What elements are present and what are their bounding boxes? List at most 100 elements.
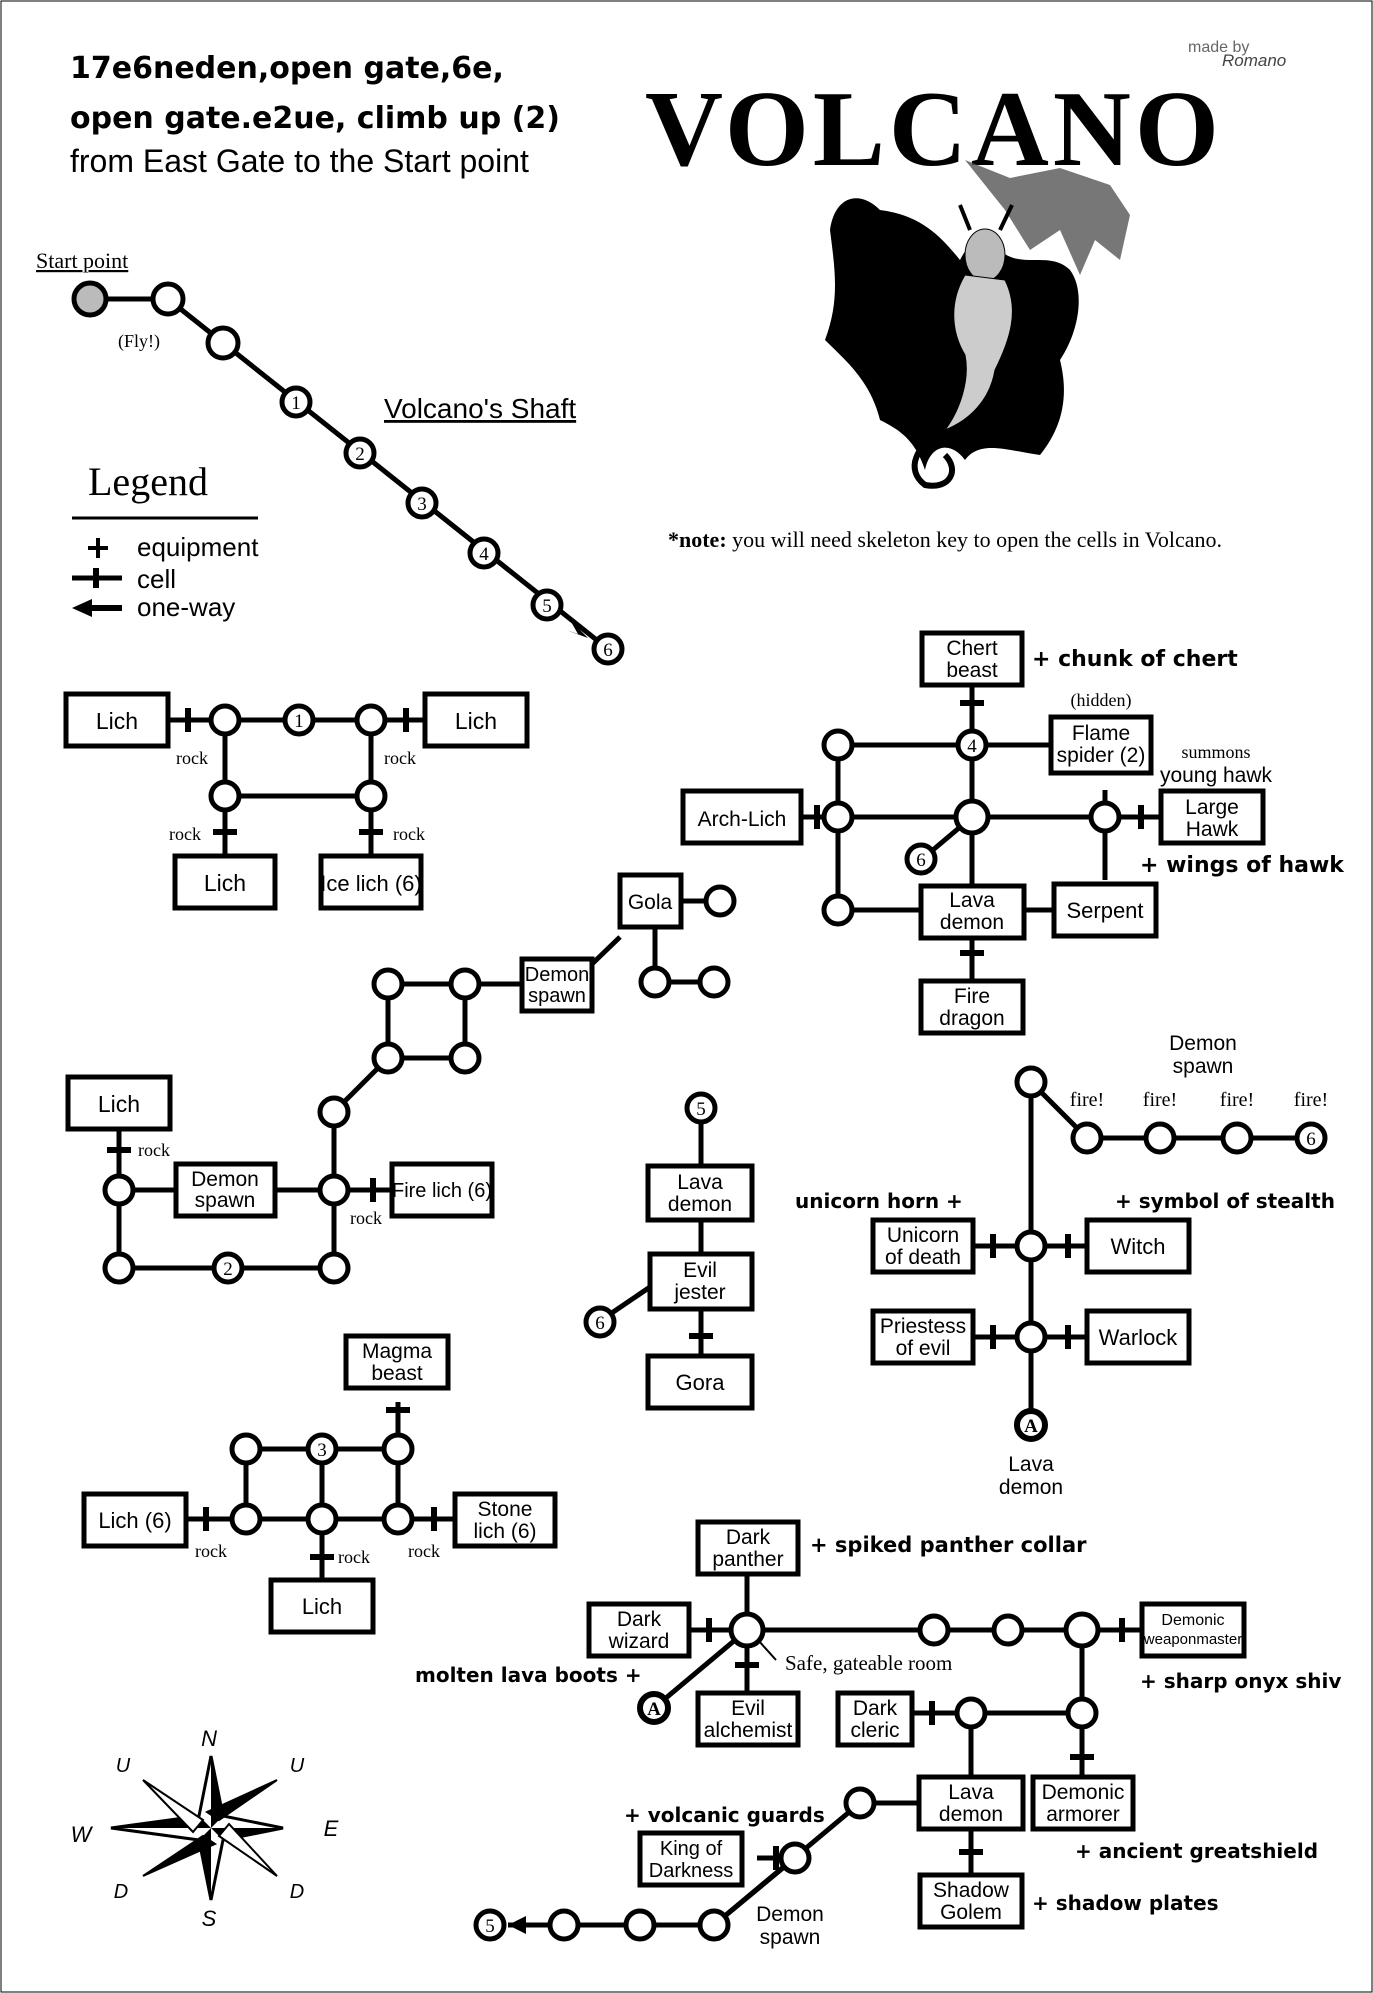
room-fire-dragon <box>918 978 1026 1036</box>
svg-text:D: D <box>290 1881 304 1903</box>
svg-text:demon: demon <box>940 911 1004 934</box>
svg-text:Ice lich (6): Ice lich (6) <box>320 871 421 896</box>
svg-text:jester: jester <box>673 1281 725 1304</box>
room-magma-beast <box>343 1333 451 1391</box>
svg-text:2: 2 <box>355 444 365 465</box>
svg-text:weaponmaster: weaponmaster <box>1143 1631 1242 1648</box>
room-lich-right <box>422 691 530 749</box>
svg-text:cleric: cleric <box>850 1719 899 1742</box>
room-serpent <box>1051 881 1159 939</box>
room-lich <box>268 1577 376 1635</box>
svg-text:unicorn horn +: unicorn horn + <box>795 1189 963 1213</box>
author-name: Romano <box>1222 51 1286 70</box>
svg-text:+ ancient greatshield: + ancient greatshield <box>1075 1839 1318 1863</box>
room-evil-jester <box>647 1251 755 1312</box>
room-large-hawk <box>1158 788 1266 846</box>
svg-text:Lich: Lich <box>98 1091 140 1117</box>
svg-text:3: 3 <box>317 1440 327 1461</box>
svg-text:rock: rock <box>350 1208 382 1228</box>
svg-text:Lava: Lava <box>949 889 995 912</box>
compass-rose-icon: N S E W U U D D <box>71 1726 339 1931</box>
svg-text:U: U <box>116 1755 131 1777</box>
level-1-map: 1 Lich Lich Lich Ice lich (6) rock rock … <box>63 691 530 911</box>
svg-text:Lich: Lich <box>96 708 138 734</box>
room-dark-panther <box>695 1519 801 1577</box>
svg-text:N: N <box>201 1726 217 1751</box>
shaft-title: Volcano's Shaft <box>384 393 576 424</box>
svg-text:armorer: armorer <box>1046 1803 1120 1826</box>
svg-text:+ shadow plates: + shadow plates <box>1032 1891 1219 1915</box>
svg-text:Lava: Lava <box>677 1171 723 1194</box>
svg-text:3: 3 <box>417 494 427 515</box>
made-by: made by <box>1188 39 1249 56</box>
svg-text:demon: demon <box>668 1193 732 1216</box>
svg-text:of death: of death <box>885 1246 961 1269</box>
svg-text:1: 1 <box>294 711 304 732</box>
svg-text:panther: panther <box>712 1548 783 1571</box>
room-chert-beast <box>919 630 1025 688</box>
svg-text:Golem: Golem <box>940 1901 1002 1924</box>
svg-text:Evil: Evil <box>731 1697 765 1720</box>
svg-text:D: D <box>114 1881 128 1903</box>
one-way-arrow-icon <box>72 599 122 617</box>
svg-text:Lava: Lava <box>1008 1453 1054 1476</box>
svg-text:demon: demon <box>999 1476 1063 1499</box>
svg-text:Demon: Demon <box>756 1903 824 1926</box>
svg-text:spawn: spawn <box>1173 1055 1234 1078</box>
svg-text:rock: rock <box>384 748 416 768</box>
level-3-map: 3 Magma beast Lich (6) Stone lich (6) Li… <box>81 1333 558 1635</box>
svg-text:Warlock: Warlock <box>1099 1325 1179 1350</box>
room-ice-lich <box>318 853 424 911</box>
svg-text:rock: rock <box>195 1541 227 1561</box>
svg-text:S: S <box>202 1906 217 1931</box>
svg-text:fire!: fire! <box>1070 1089 1104 1111</box>
route-directions: 17e6neden,open gate,6e, open gate.e2ue, … <box>70 51 560 179</box>
fly-label: (Fly!) <box>118 331 160 352</box>
svg-text:beast: beast <box>946 659 998 682</box>
route-line-2: open gate.e2ue, climb up (2) <box>70 101 560 136</box>
svg-text:Magma: Magma <box>362 1340 432 1363</box>
room-stone-lich <box>452 1491 558 1549</box>
room-fire-lich <box>389 1161 495 1219</box>
svg-text:Darkness: Darkness <box>649 1860 733 1882</box>
svg-text:Demon: Demon <box>525 964 589 986</box>
start-point-node <box>71 280 109 318</box>
svg-text:Shadow: Shadow <box>933 1879 1010 1902</box>
svg-text:spider (2): spider (2) <box>1057 744 1146 767</box>
svg-text:one-way: one-way <box>137 592 235 622</box>
svg-text:A: A <box>1024 1416 1038 1437</box>
level-2-map: 2 Lich Demon spawn Fire lich (6) Demon s… <box>65 872 737 1285</box>
svg-text:rock: rock <box>138 1140 170 1160</box>
plus-icon <box>88 538 108 558</box>
svg-text:lich (6): lich (6) <box>473 1520 536 1543</box>
svg-text:5: 5 <box>542 596 552 617</box>
svg-text:Dark: Dark <box>726 1526 771 1549</box>
svg-text:Arch-Lich: Arch-Lich <box>698 808 787 831</box>
room-demon-spawn-top <box>519 956 595 1014</box>
level-5-map: 5 6 Lava demon Evil jester Gora <box>583 1091 755 1411</box>
room-dark-cleric <box>835 1690 915 1748</box>
level-4-map: 4 6 Chert beast + chunk of chert (hidden… <box>680 630 1345 1036</box>
room-gola <box>617 872 684 930</box>
room-dark-wizard <box>586 1601 692 1659</box>
legend: Legend equipment cell one-way <box>72 459 259 622</box>
fire-area-map: 6 A Demon spawn fire! fire! fire! fire! … <box>795 1032 1335 1499</box>
skeleton-key-note: *note: you will need skeleton key to ope… <box>668 527 1222 552</box>
svg-text:rock: rock <box>393 824 425 844</box>
svg-text:King of: King of <box>660 1838 723 1860</box>
room-shadow-golem <box>917 1872 1025 1930</box>
svg-text:dragon: dragon <box>939 1007 1004 1030</box>
svg-text:6: 6 <box>603 640 613 661</box>
svg-text:Gola: Gola <box>628 891 673 914</box>
room-lava-demon <box>916 1774 1026 1832</box>
svg-text:Fire lich (6): Fire lich (6) <box>392 1180 492 1202</box>
svg-text:2: 2 <box>223 1259 233 1280</box>
svg-text:Safe, gateable room: Safe, gateable room <box>785 1651 952 1675</box>
room-priestess-of-evil <box>870 1308 976 1366</box>
legend-title: Legend <box>88 459 208 504</box>
svg-text:demon: demon <box>939 1803 1003 1826</box>
svg-text:4: 4 <box>967 736 977 757</box>
svg-text:alchemist: alchemist <box>704 1719 793 1742</box>
room-lava-demon <box>918 883 1027 941</box>
svg-text:spawn: spawn <box>760 1926 821 1949</box>
